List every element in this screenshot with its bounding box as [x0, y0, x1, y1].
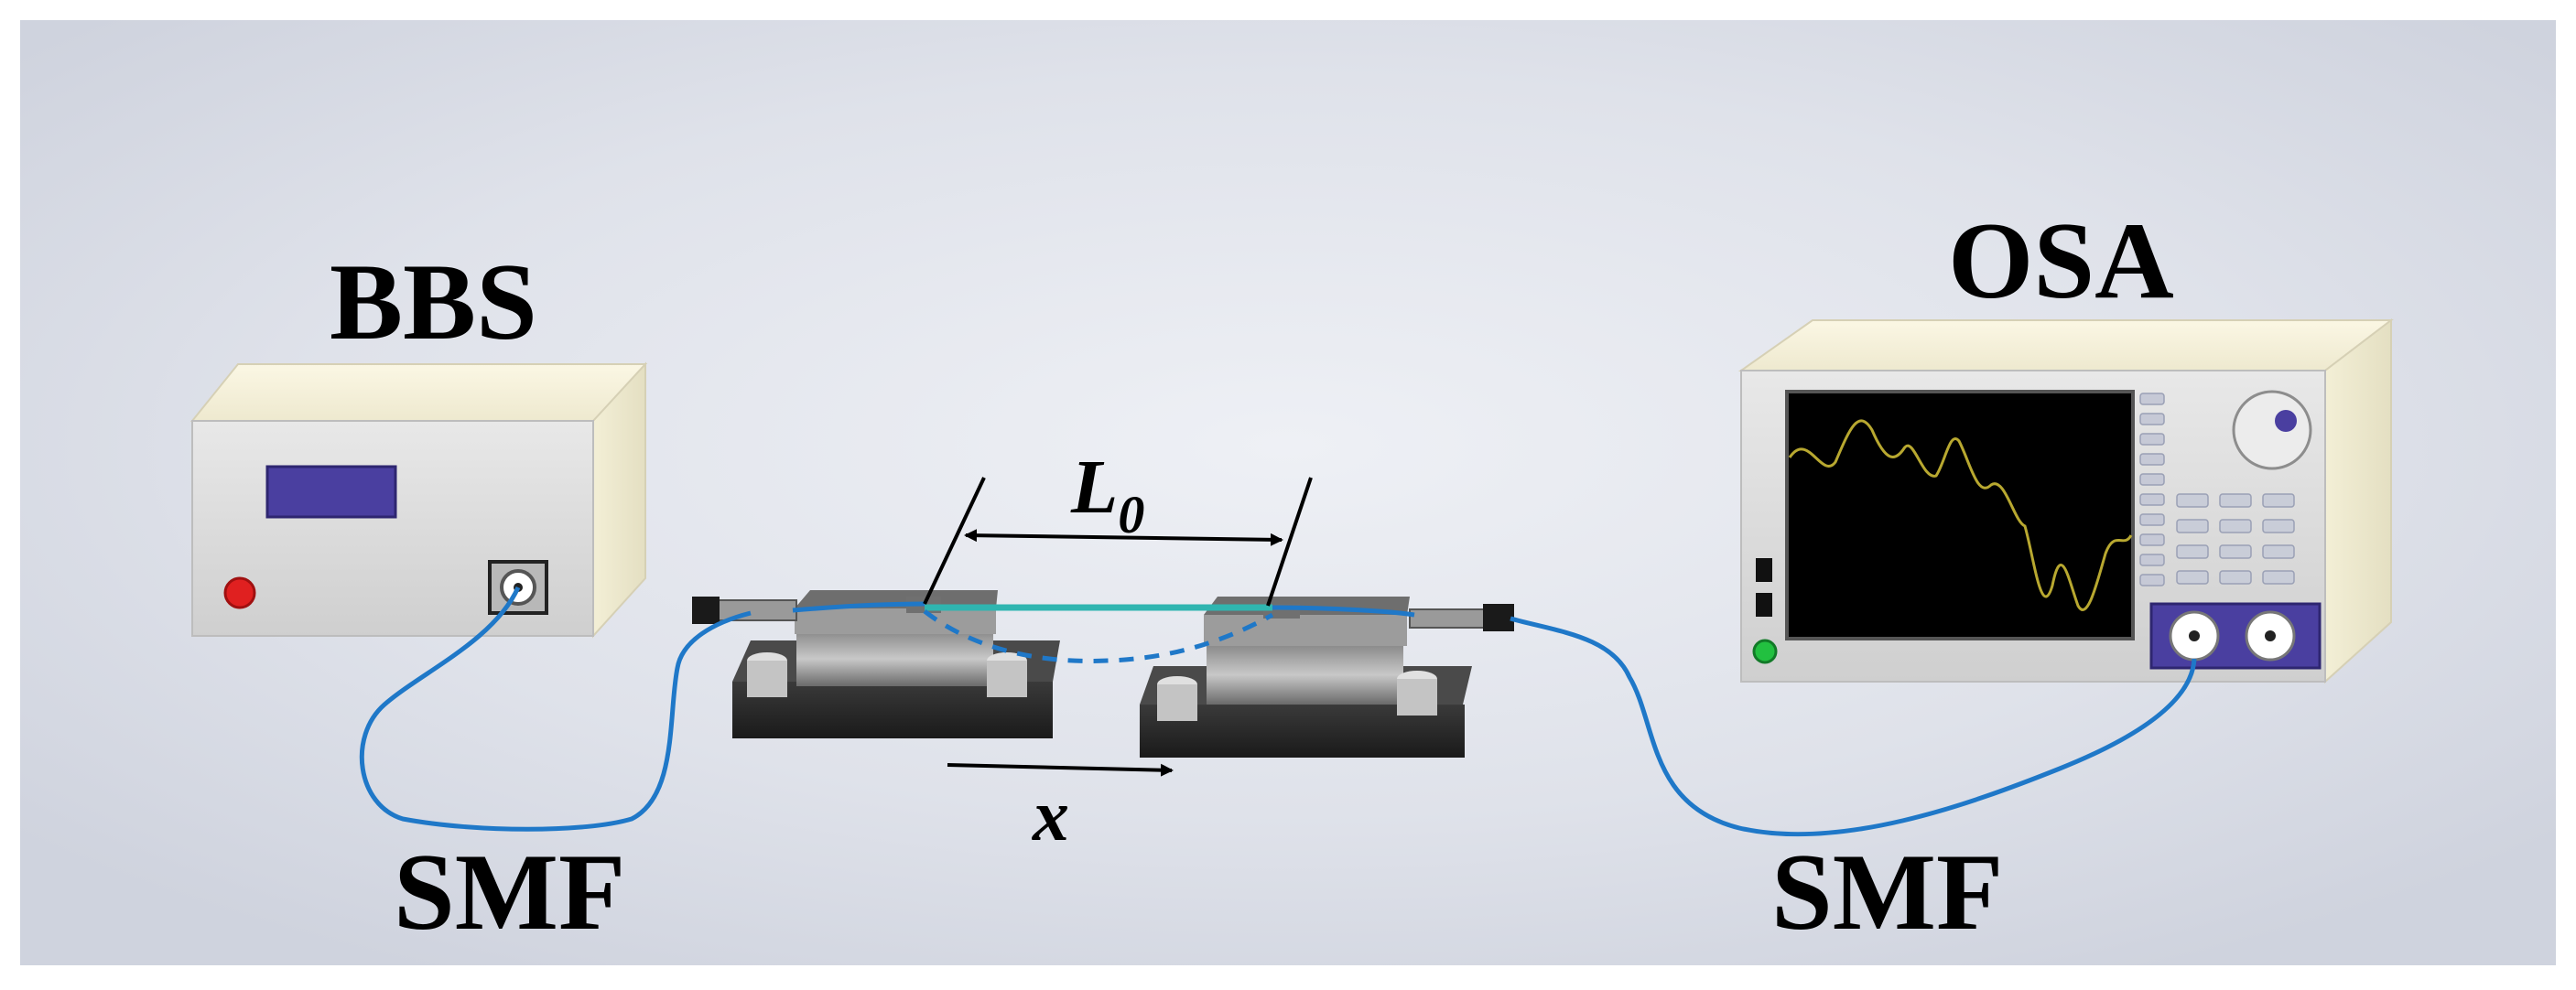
spectrum-trace — [1788, 419, 2133, 611]
rotary-knob-icon — [2232, 390, 2312, 470]
smf-left-fiber — [359, 586, 752, 832]
displacement-arrow — [947, 763, 1174, 777]
osa-input-panel — [2149, 602, 2322, 670]
fiber-right-holder — [1272, 605, 1415, 618]
bbs-label: BBS — [330, 241, 537, 362]
bent-fiber-dashed — [923, 609, 1274, 663]
displacement-label: x — [1032, 776, 1069, 856]
length-marker-right — [1266, 477, 1313, 607]
osa-screen — [1785, 390, 2135, 640]
smf-right-label: SMF — [1771, 831, 2003, 952]
smf-right-fiber — [1510, 616, 2197, 837]
smf-left-label: SMF — [394, 831, 625, 952]
optical-spectrum-analyzer-device — [1737, 317, 2394, 684]
length-label: L0 — [1070, 445, 1144, 544]
translation-stage-right — [1140, 597, 1514, 758]
osa-label: OSA — [1948, 199, 2174, 321]
osa-keypad — [2176, 493, 2295, 585]
fiber-left-holder — [792, 601, 925, 613]
broadband-source-device — [189, 361, 648, 639]
bbs-display — [265, 465, 397, 519]
length-arrow — [964, 529, 1283, 546]
osa-button-column — [2139, 393, 2165, 586]
osa-side-ports — [1752, 558, 1778, 664]
length-marker-left — [923, 477, 986, 605]
osa-led-icon — [1752, 639, 1778, 664]
power-led-icon — [223, 576, 256, 609]
